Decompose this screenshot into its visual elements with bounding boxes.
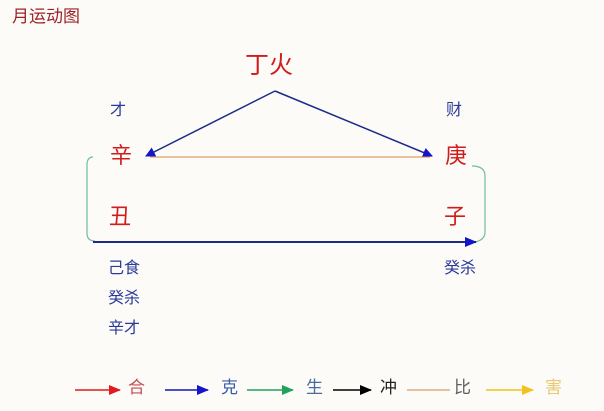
legend-label-hai: 害 <box>545 378 562 398</box>
ke-arrow-ding-geng <box>274 90 433 158</box>
right-branch: 子 <box>444 205 467 230</box>
legend-label-bi: 比 <box>454 378 471 398</box>
right-hidden-stems: 癸杀 <box>444 253 476 283</box>
sheng-bracket-left <box>86 156 96 242</box>
right-hidden-stem: 癸杀 <box>444 258 477 277</box>
left-hidden-stem: 己食 <box>108 258 141 277</box>
left-hidden-stem: 癸杀 <box>108 288 141 307</box>
left-stem: 辛 <box>110 144 133 169</box>
ke-arrow-ding-xin <box>145 90 276 157</box>
left-ten-god: 才 <box>110 100 127 119</box>
legend-label-sheng: 生 <box>306 378 323 398</box>
top-node-ding-huo: 丁火 <box>245 51 293 79</box>
legend-label-he: 合 <box>128 378 145 398</box>
legend-label-chong: 冲 <box>380 378 397 398</box>
diagram-title: 月运动图 <box>12 7 80 27</box>
legend-label-ke: 克 <box>221 378 238 398</box>
sheng-bracket-right <box>471 165 486 243</box>
left-branch: 丑 <box>109 205 132 230</box>
right-ten-god: 财 <box>446 100 463 119</box>
left-hidden-stem: 辛才 <box>108 318 141 337</box>
right-stem: 庚 <box>445 144 468 169</box>
left-hidden-stems: 己食 癸杀 辛才 <box>108 253 140 343</box>
